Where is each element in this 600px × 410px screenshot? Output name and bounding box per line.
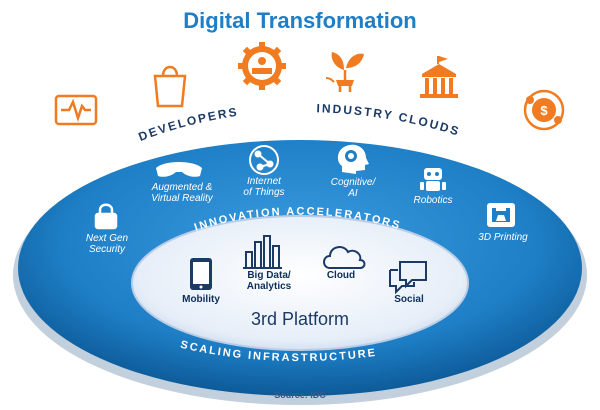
industry-clouds-arc-label: INDUSTRY CLOUDS: [316, 101, 462, 139]
platform-label-cloud: Cloud: [326, 270, 356, 281]
finance-globe-icon: $: [523, 89, 565, 131]
inner-platform: [131, 215, 469, 351]
source-note: Source: IDC: [274, 390, 326, 400]
robot-icon: [420, 168, 446, 191]
accelerator-label-cognitive: Cognitive/AI: [330, 177, 376, 199]
chat-bubbles-icon: [389, 261, 427, 295]
heart-monitor-icon: [54, 94, 98, 126]
smartphone-icon: [190, 258, 212, 290]
plant-plug-icon: [325, 52, 364, 92]
network-globe-icon: [249, 145, 279, 175]
platform-label-bigdata: Big Data/Analytics: [246, 270, 292, 292]
government-building-icon: [420, 56, 458, 98]
diagram-title: Digital Transformation: [183, 8, 417, 33]
cloud-icon: [323, 246, 366, 269]
shopping-bag-icon: [153, 65, 187, 108]
vr-goggles-icon: [156, 162, 202, 177]
platform-title: 3rd Platform: [250, 309, 350, 329]
brain-head-icon: [337, 144, 369, 174]
bar-chart-icon: [243, 235, 282, 269]
3d-printer-icon: [487, 203, 515, 227]
platform-label-social: Social: [394, 294, 424, 305]
platform-label-mobility: Mobility: [182, 294, 220, 305]
svg-text:$: $: [540, 103, 548, 118]
accelerator-label-robotics: Robotics: [413, 195, 453, 206]
developers-arc-label: DEVELOPERS: [136, 105, 239, 144]
lock-icon: [94, 203, 118, 230]
accelerator-label-ar: Augmented &Virtual Reality: [151, 182, 213, 204]
factory-gear-icon: [238, 42, 286, 90]
accelerator-label-printing: 3D Printing: [478, 232, 528, 243]
